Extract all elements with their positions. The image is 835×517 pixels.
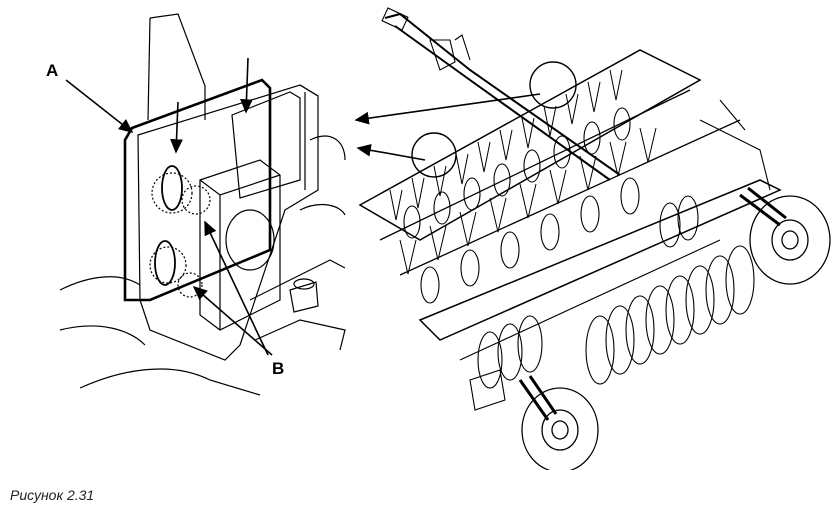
callout-label-a: A [46, 61, 59, 80]
detail-view [59, 13, 346, 396]
figure-caption: Рисунок 2.31 [10, 487, 95, 503]
detail-markers [411, 61, 577, 178]
callout-arrows [65, 57, 273, 356]
machine-overview [358, 7, 831, 470]
technical-illustration [59, 7, 831, 470]
reference-arrows [354, 93, 541, 161]
callout-label-b: B [272, 359, 285, 378]
